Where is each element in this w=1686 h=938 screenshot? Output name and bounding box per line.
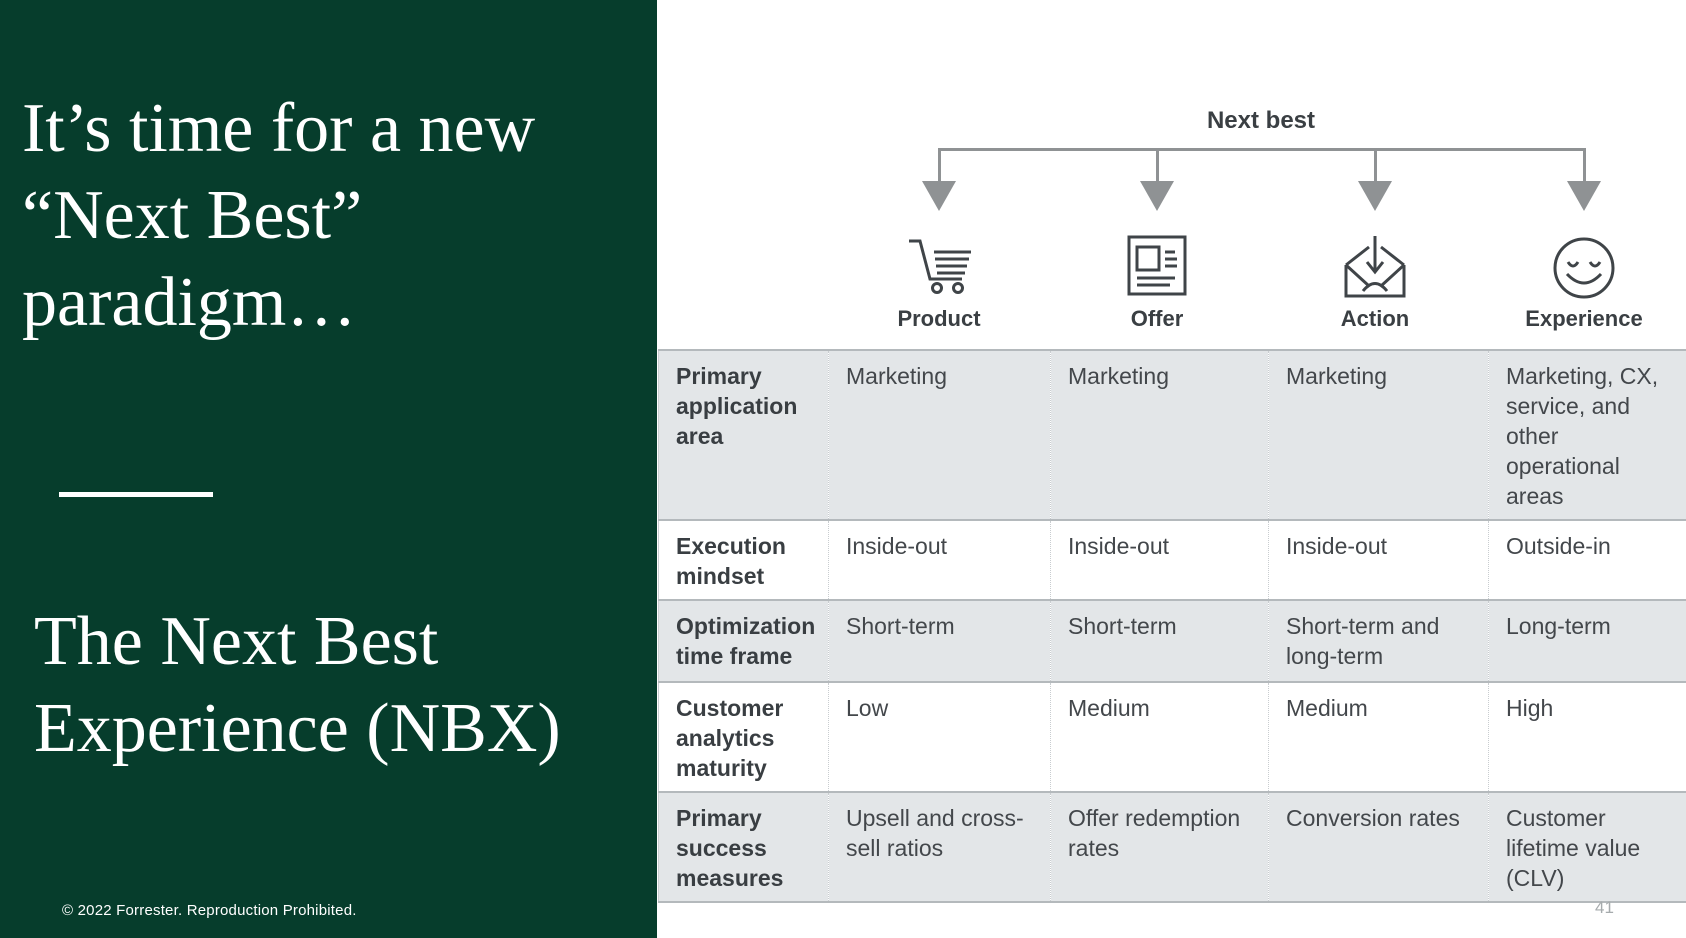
arrow-down-icon xyxy=(922,181,956,211)
offer-document-icon xyxy=(1123,232,1191,300)
table-cell: Customer lifetime value (CLV) xyxy=(1488,791,1686,902)
branch-label-experience: Experience xyxy=(1525,306,1643,331)
row-header: Optimization time frame xyxy=(658,599,829,682)
row-header: Customer analytics maturity xyxy=(658,681,829,792)
table-cell: Short-term xyxy=(828,599,1051,682)
diagram-root-label: Next best xyxy=(1206,107,1316,134)
table-cell: Marketing, CX, service, and other operat… xyxy=(1488,350,1686,520)
subtitle-line: The Next Best xyxy=(34,603,439,680)
table-cell: Upsell and cross-sell ratios xyxy=(828,791,1051,902)
smiley-face-icon xyxy=(1550,235,1618,303)
table-cell: Outside-in xyxy=(1488,519,1686,600)
shopping-cart-icon xyxy=(905,232,973,300)
table-row: Execution mindset Inside-out Inside-out … xyxy=(658,519,1686,600)
connector-line xyxy=(939,148,1585,151)
table-cell: Long-term xyxy=(1488,599,1686,682)
table-cell: Marketing xyxy=(1268,350,1489,520)
table-row: Primary success measures Upsell and cros… xyxy=(658,791,1686,902)
table-cell: Marketing xyxy=(828,350,1051,520)
table-cell: Low xyxy=(828,681,1051,792)
table-cell: Short-term xyxy=(1050,599,1269,682)
arrow-down-icon xyxy=(1358,181,1392,211)
connector-stub xyxy=(1374,148,1377,184)
connector-stub xyxy=(1156,148,1159,184)
table-cell: Inside-out xyxy=(1268,519,1489,600)
table-cell: Marketing xyxy=(1050,350,1269,520)
table-row: Primary application area Marketing Marke… xyxy=(658,350,1686,520)
connector-stub xyxy=(1583,148,1586,184)
table-cell: Conversion rates xyxy=(1268,791,1489,902)
table-cell: High xyxy=(1488,681,1686,792)
arrow-down-icon xyxy=(1567,181,1601,211)
table-row: Customer analytics maturity Low Medium M… xyxy=(658,681,1686,792)
subtitle-line: Experience (NBX) xyxy=(34,690,561,767)
slide-subtitle: The Next Best Experience (NBX) xyxy=(34,598,634,772)
title-line: It’s time for a new xyxy=(22,90,536,167)
envelope-arrow-icon xyxy=(1341,232,1409,300)
branch-label-offer: Offer xyxy=(1130,306,1184,331)
row-header: Execution mindset xyxy=(658,519,829,600)
branch-label-product: Product xyxy=(897,306,981,331)
title-line: “Next Best” xyxy=(22,177,363,254)
table-cell: Short-term and long-term xyxy=(1268,599,1489,682)
table-cell: Medium xyxy=(1050,681,1269,792)
table-row: Optimization time frame Short-term Short… xyxy=(658,599,1686,682)
connector-stub xyxy=(938,148,941,184)
row-header: Primary success measures xyxy=(658,791,829,902)
arrow-down-icon xyxy=(1140,181,1174,211)
left-panel: It’s time for a new “Next Best” paradigm… xyxy=(0,0,657,938)
table-cell: Offer redemption rates xyxy=(1050,791,1269,902)
row-header: Primary application area xyxy=(676,363,798,449)
copyright-footer: © 2022 Forrester. Reproduction Prohibite… xyxy=(62,902,357,919)
title-line: paradigm… xyxy=(22,264,357,341)
table-cell: Inside-out xyxy=(1050,519,1269,600)
title-divider xyxy=(59,492,213,497)
branch-label-action: Action xyxy=(1340,306,1410,331)
slide-title: It’s time for a new “Next Best” paradigm… xyxy=(22,85,622,346)
table-cell: Medium xyxy=(1268,681,1489,792)
page-number: 41 xyxy=(1595,898,1614,917)
table-cell: Inside-out xyxy=(828,519,1051,600)
comparison-table: Primary application area Marketing Marke… xyxy=(658,349,1686,903)
